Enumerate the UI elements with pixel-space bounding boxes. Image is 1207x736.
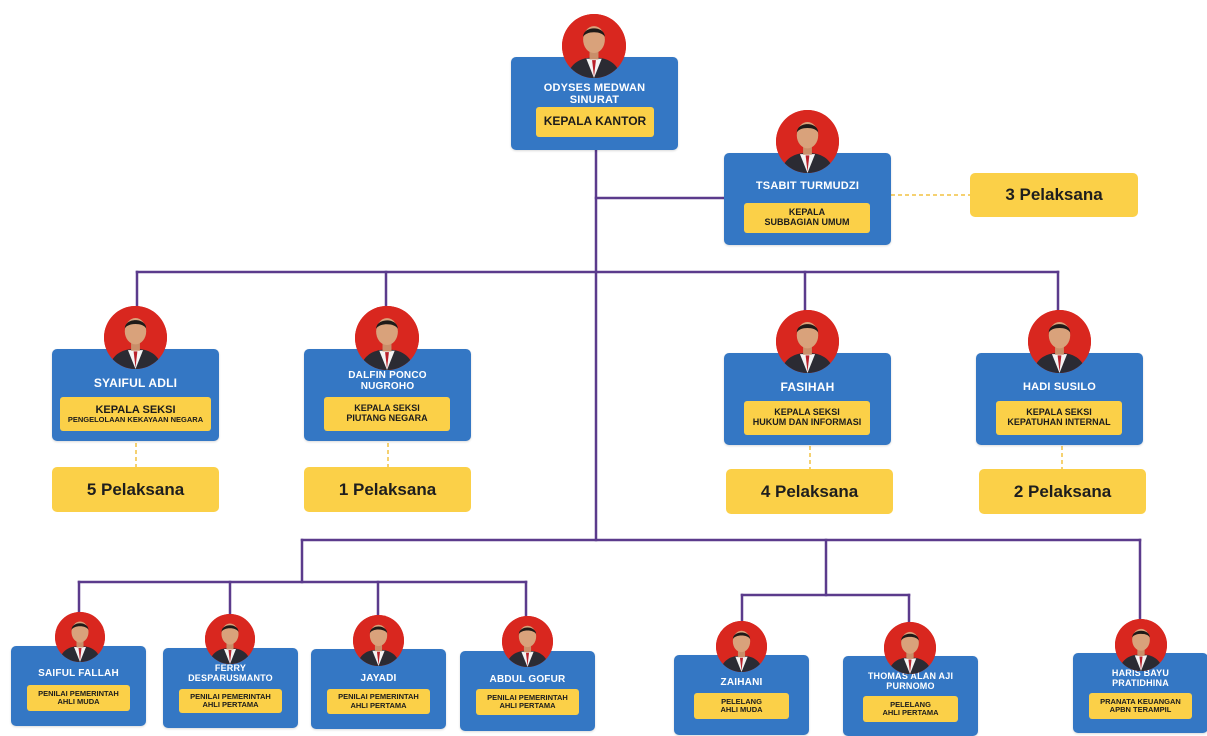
org-chart-connectors (77, 148, 1142, 632)
avatar (1115, 619, 1167, 671)
section-position: KEPALA SEKSI PIUTANG NEGARA (324, 397, 450, 431)
avatar (353, 615, 404, 666)
pelaksana-box: 5 Pelaksana (52, 467, 219, 512)
section-position: KEPALA SEKSI PENGELOLAAN KEKAYAAN NEGARA (60, 397, 211, 431)
staff-name: JAYADI (360, 673, 397, 684)
avatar (104, 306, 167, 369)
pelaksana-box: 2 Pelaksana (979, 469, 1146, 514)
pelaksana-box: 4 Pelaksana (726, 469, 893, 514)
section-name: HADI SUSILO (1022, 381, 1097, 393)
staff-name: ZAIHANI (720, 677, 763, 688)
staff-name: HARIS BAYU PRATIDHINA (1111, 668, 1170, 688)
section-position: KEPALA SEKSI KEPATUHAN INTERNAL (996, 401, 1122, 435)
avatar (1028, 310, 1091, 373)
staff-position: PENILAI PEMERINTAH AHLI PERTAMA (476, 689, 579, 715)
staff-position: PENILAI PEMERINTAH AHLI PERTAMA (179, 689, 282, 713)
staff-position: PELELANG AHLI MUDA (694, 693, 789, 719)
subbag-position: KEPALA SUBBAGIAN UMUM (744, 203, 870, 233)
avatar (776, 310, 839, 373)
staff-card: FERRY DESPARUSMANTO PENILAI PEMERINTAH A… (163, 648, 298, 728)
staff-position: PELELANG AHLI PERTAMA (863, 696, 958, 722)
staff-position: PRANATA KEUANGAN APBN TERAMPIL (1089, 693, 1192, 719)
section-name: DALFIN PONCO NUGROHO (348, 370, 427, 392)
subbag-name: TSABIT TURMUDZI (755, 180, 860, 192)
pelaksana-box: 3 Pelaksana (970, 173, 1138, 217)
avatar (716, 621, 767, 672)
avatar (884, 622, 936, 674)
staff-position: PENILAI PEMERINTAH AHLI MUDA (27, 685, 130, 711)
staff-name: ABDUL GOFUR (489, 674, 566, 685)
avatar (205, 614, 255, 664)
avatar (776, 110, 839, 173)
avatar (562, 14, 626, 78)
staff-position: PENILAI PEMERINTAH AHLI PERTAMA (327, 689, 430, 714)
staff-card: SAIFUL FALLAH PENILAI PEMERINTAH AHLI MU… (11, 646, 146, 726)
section-position: KEPALA SEKSI HUKUM DAN INFORMASI (744, 401, 870, 435)
pelaksana-box: 1 Pelaksana (304, 467, 471, 512)
staff-name: THOMAS ALAN AJI PURNOMO (867, 671, 954, 691)
avatar (355, 306, 419, 370)
section-name: SYAIFUL ADLI (93, 376, 178, 390)
head-name: ODYSES MEDWAN SINURAT (543, 82, 646, 107)
head-position: KEPALA KANTOR (536, 107, 654, 137)
avatar (502, 616, 553, 667)
avatar (55, 612, 105, 662)
section-card: HADI SUSILO KEPALA SEKSI KEPATUHAN INTER… (976, 353, 1143, 445)
section-card: DALFIN PONCO NUGROHO KEPALA SEKSI PIUTAN… (304, 349, 471, 441)
section-name: FASIHAH (780, 380, 835, 394)
staff-name: FERRY DESPARUSMANTO (188, 663, 273, 683)
staff-name: SAIFUL FALLAH (38, 668, 119, 679)
